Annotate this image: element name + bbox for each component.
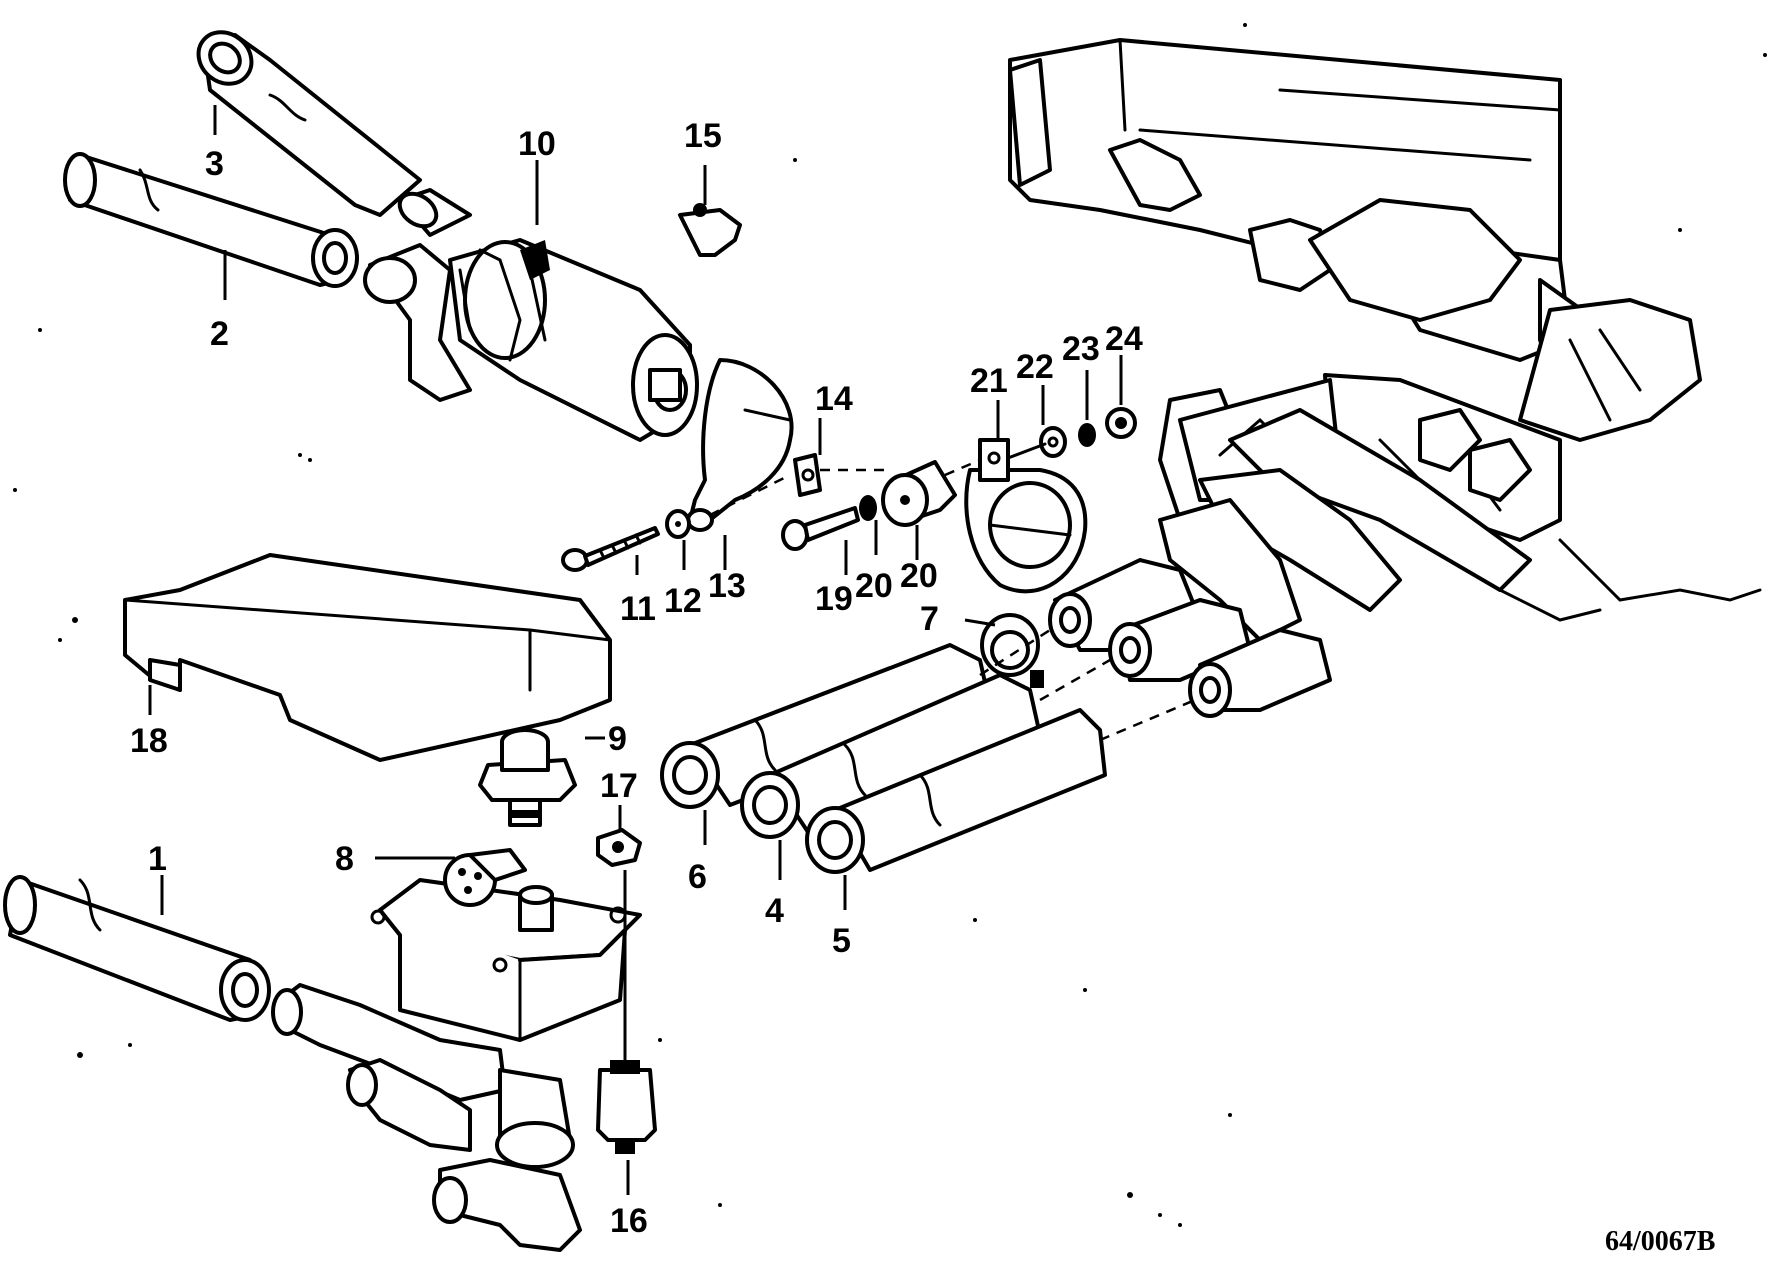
callout-11: 11 xyxy=(620,590,656,628)
callout-13: 13 xyxy=(708,567,746,605)
callout-10: 10 xyxy=(518,125,556,163)
callout-21: 20 xyxy=(900,557,938,595)
callout-20-upper: 23 xyxy=(1062,330,1100,368)
callout-19: 19 xyxy=(815,580,853,618)
solenoid-valve-8 xyxy=(271,848,642,1252)
hose-4 xyxy=(740,673,1042,839)
bushing-21 xyxy=(881,460,957,527)
callout-16: 16 xyxy=(610,1202,648,1240)
callout-1: 1 xyxy=(148,840,167,878)
hose-2 xyxy=(63,152,359,288)
callout-7: 7 xyxy=(920,600,939,638)
callout-5: 5 xyxy=(832,922,851,960)
clamp-22 xyxy=(964,438,1088,594)
hose-clamp-7 xyxy=(980,613,1044,688)
drawing-reference: 64/0067B xyxy=(1605,1226,1715,1257)
water-pump-10 xyxy=(363,188,699,442)
washer-12 xyxy=(665,509,691,539)
callout-12: 12 xyxy=(664,582,702,620)
callout-14: 14 xyxy=(815,380,853,418)
nut-14 xyxy=(793,453,822,497)
callout-6: 6 xyxy=(688,858,707,896)
callout-23: 22 xyxy=(1016,348,1054,386)
hose-1 xyxy=(3,875,271,1022)
callout-18: 18 xyxy=(130,722,168,760)
screw-11 xyxy=(561,526,660,572)
callout-17: 17 xyxy=(600,767,638,805)
nut-17 xyxy=(596,828,642,867)
callout-22: 21 xyxy=(970,362,1008,400)
callout-3: 3 xyxy=(205,145,224,183)
callout-9: 9 xyxy=(608,720,627,758)
temp-sensor-16 xyxy=(596,1060,657,1154)
hose-connectors xyxy=(1048,558,1332,718)
leader-lines xyxy=(148,105,1123,1195)
bolt-19 xyxy=(781,506,860,551)
hose-5 xyxy=(805,708,1107,874)
heater-core-housing xyxy=(1008,38,1762,642)
callout-2: 2 xyxy=(210,315,229,353)
callouts: 1 2 3 4 5 6 7 8 9 10 11 12 13 14 15 16 1… xyxy=(130,117,1143,1240)
valve-9 xyxy=(478,728,577,827)
callout-15: 15 xyxy=(684,117,722,155)
callout-8: 8 xyxy=(335,840,354,878)
nut-24 xyxy=(1105,407,1137,439)
bracket-13 xyxy=(686,358,794,532)
hose-3 xyxy=(196,30,422,217)
cover-18 xyxy=(123,553,612,762)
callout-4: 4 xyxy=(765,892,784,930)
callout-20-lower: 20 xyxy=(855,567,893,605)
washer-20-lower xyxy=(859,495,877,521)
scan-specks xyxy=(13,23,1767,1227)
washer-20-upper xyxy=(1078,423,1096,447)
clip-15 xyxy=(678,203,742,257)
washer-23 xyxy=(1039,426,1067,458)
hose-6 xyxy=(660,643,992,809)
callout-24: 24 xyxy=(1105,320,1143,358)
